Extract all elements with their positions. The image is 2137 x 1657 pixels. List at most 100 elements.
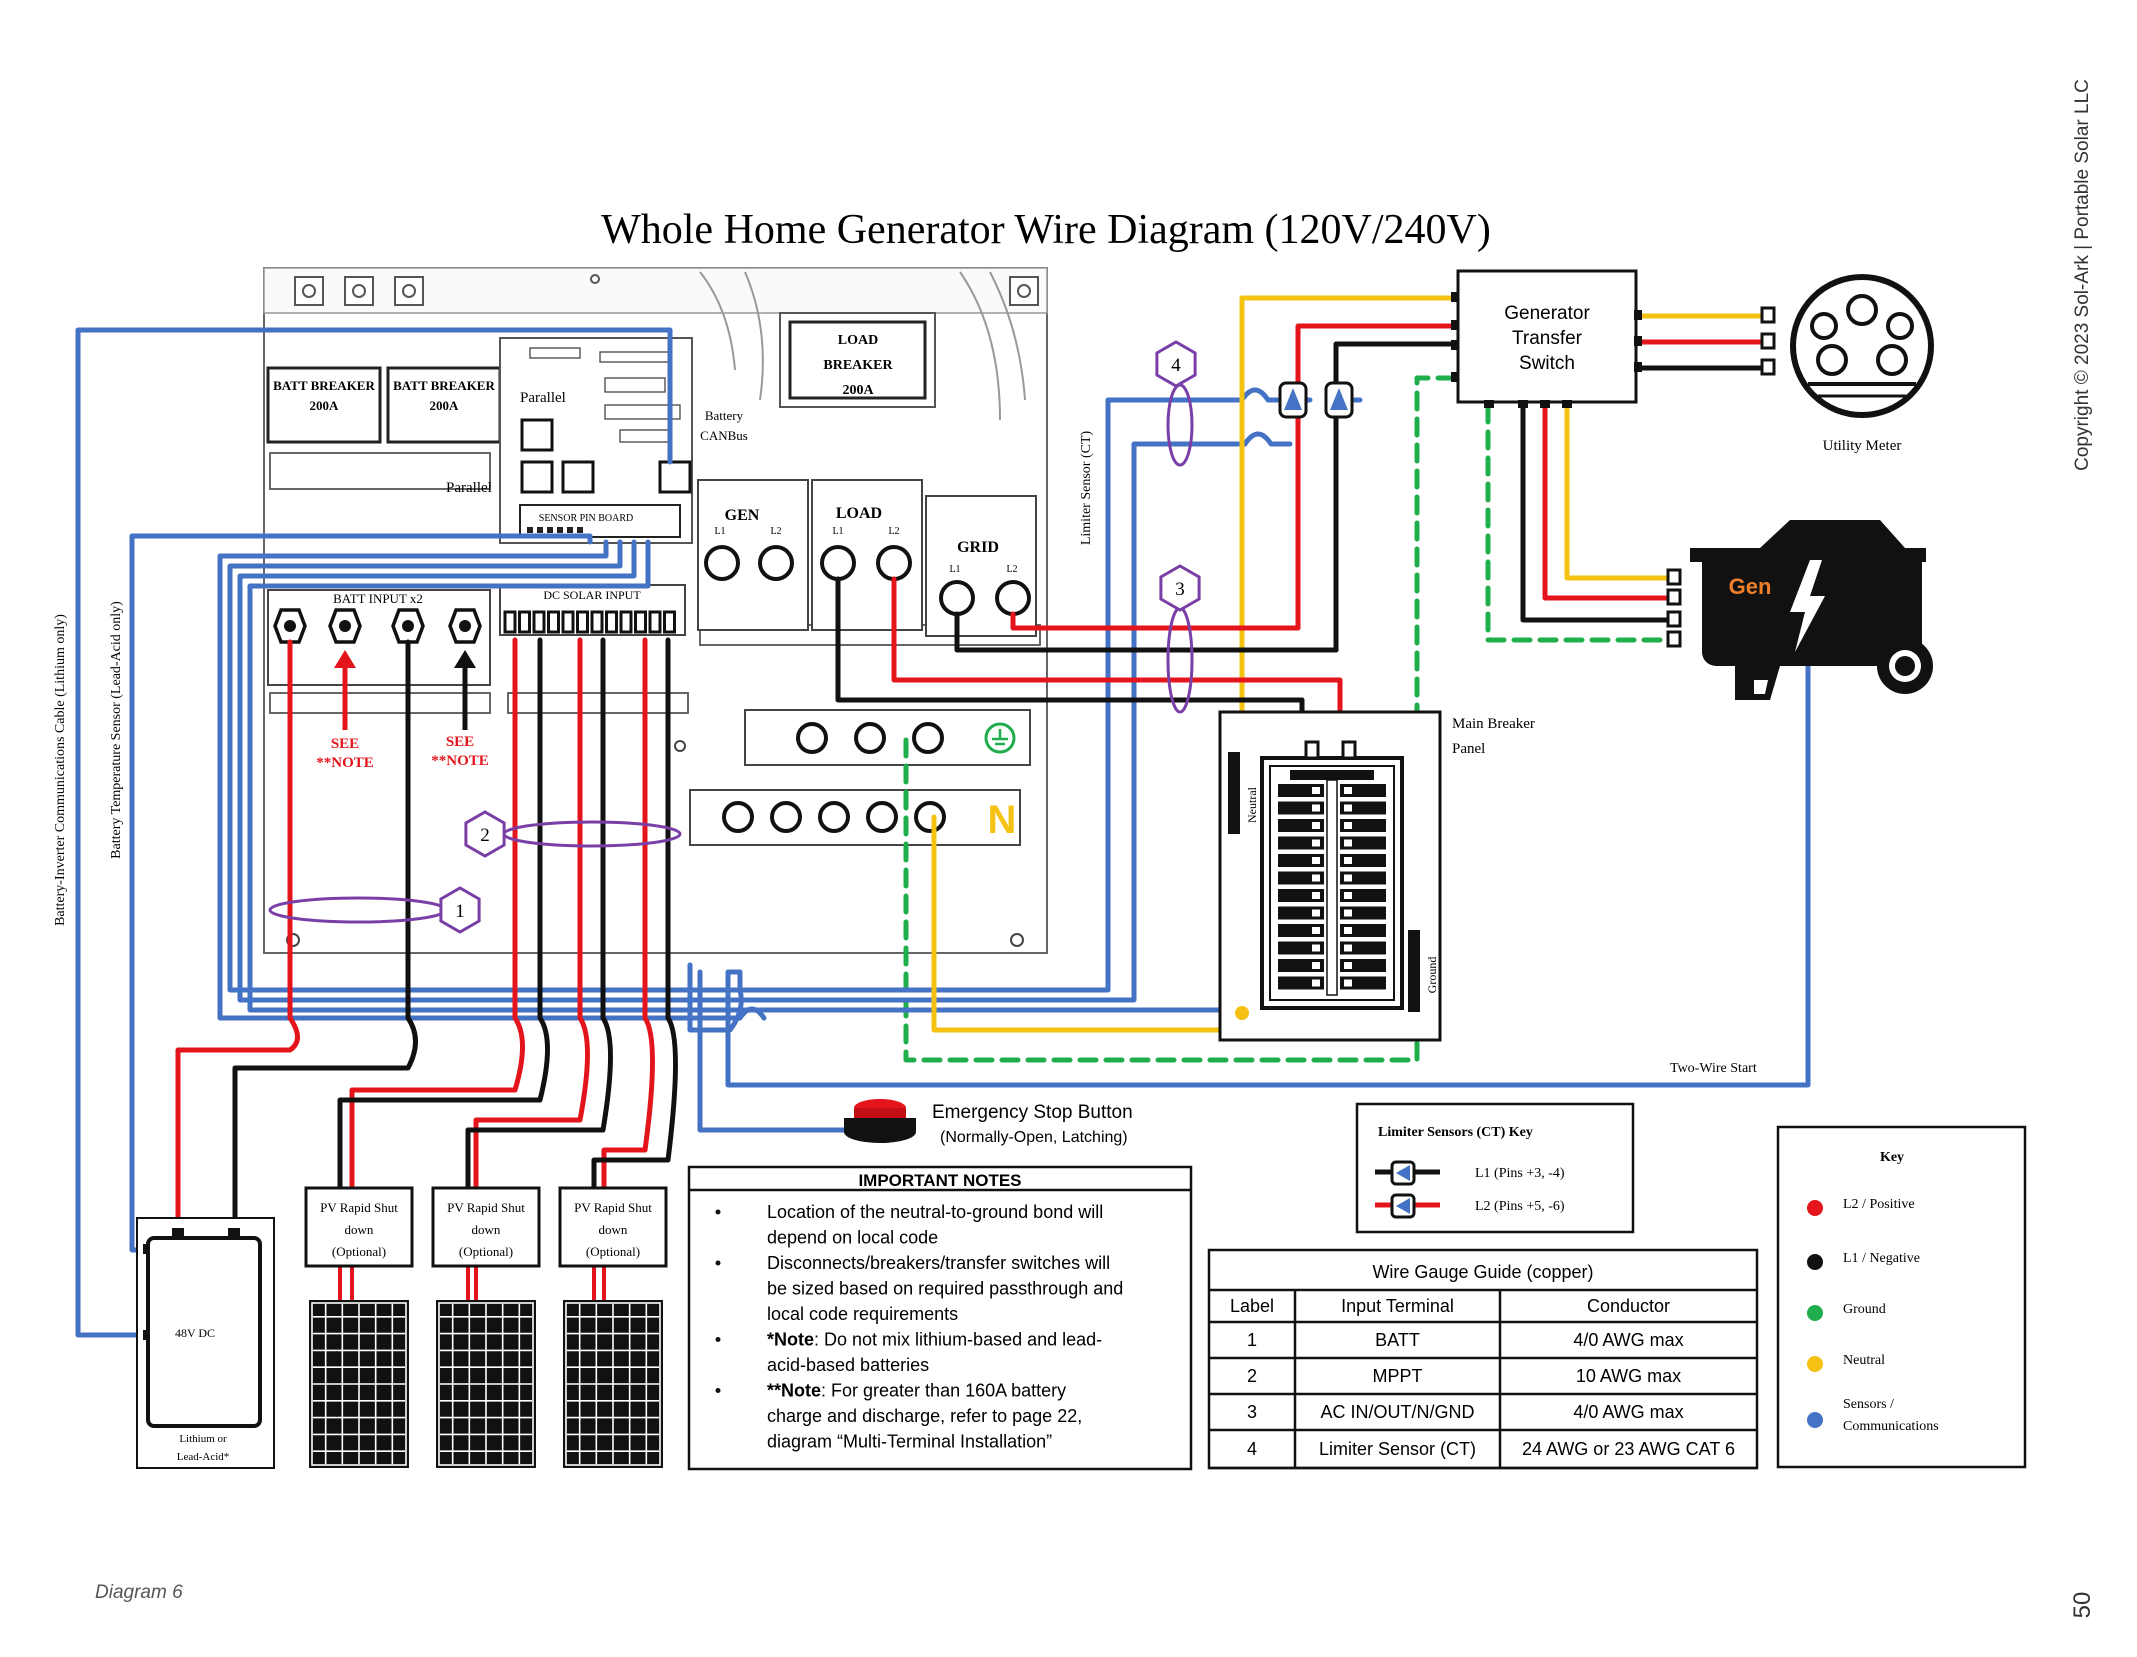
battery-type-2: Lead-Acid* (177, 1451, 230, 1463)
see-note-2-line2: **NOTE (431, 753, 489, 769)
panel-bus (1290, 770, 1374, 780)
dc-terminal (503, 610, 517, 634)
utility-meter-label: Utility Meter (1823, 438, 1902, 454)
note-bullet (715, 1388, 721, 1393)
breaker-handle (1312, 909, 1320, 917)
estop-sublabel: (Normally-Open, Latching) (940, 1129, 1128, 1146)
batt-breaker-1-label: BATT BREAKER (273, 378, 375, 393)
table-cell: 1 (1247, 1330, 1257, 1350)
pv-rsd-label: down (345, 1222, 374, 1237)
table-cell: 4 (1247, 1439, 1257, 1459)
pv-rapid-shutdown-box (431, 1186, 541, 1268)
panel-ground-label: Ground (1425, 957, 1439, 994)
dc-terminal (518, 610, 531, 634)
important-notes-title: IMPORTANT NOTES (858, 1171, 1021, 1190)
callout-number: 4 (1171, 355, 1181, 376)
wire-gauge-table: Wire Gauge Guide (copper) Label Input Ter… (1207, 1248, 1759, 1470)
wire-gauge-title: Wire Gauge Guide (copper) (1372, 1262, 1593, 1282)
table-header-cell: Conductor (1587, 1296, 1670, 1316)
key-swatch (1807, 1412, 1823, 1428)
table-cell: MPPT (1372, 1366, 1422, 1386)
battery-voltage: 48V DC (175, 1326, 215, 1340)
breaker-handle (1344, 892, 1352, 899)
table-cell: 10 AWG max (1576, 1366, 1681, 1386)
battery-canbus-label-2: CANBus (700, 428, 748, 443)
callout-number: 2 (480, 825, 490, 846)
pv-rsd-label: (Optional) (586, 1244, 640, 1259)
battery: 48V DC Lithium or Lead-Acid* (136, 1217, 275, 1469)
grid-terminal-label: GRID (957, 539, 999, 556)
breaker-handle (1344, 962, 1352, 969)
load-breaker-label-1: LOAD (838, 333, 878, 348)
callout-markers: 1 2 3 4 (439, 340, 1201, 934)
dc-terminal (576, 610, 589, 634)
breaker-handle (1312, 804, 1320, 812)
transfer-switch-line3: Switch (1519, 353, 1575, 374)
limiter-sensor-label: Limiter Sensor (CT) (1079, 431, 1094, 546)
key-label: L1 / Negative (1843, 1251, 1920, 1266)
important-notes: IMPORTANT NOTES Location of the neutral-… (687, 1165, 1193, 1471)
ct-wire-2 (237, 441, 1248, 1003)
temp-sensor-label: Battery Temperature Sensor (Lead-Acid on… (109, 601, 124, 859)
key-label: Communications (1843, 1419, 1939, 1434)
sensor-pin-board-label: SENSOR PIN BOARD (539, 513, 633, 524)
neutral-symbol: N (988, 798, 1017, 842)
inverter: BATT BREAKER 200A BATT BREAKER 200A Para… (263, 267, 1048, 954)
breaker-handle (1344, 979, 1352, 987)
callout-number: 3 (1175, 579, 1185, 600)
breaker-handle (1312, 892, 1320, 899)
table-cell: 4/0 AWG max (1573, 1330, 1683, 1350)
breaker-handle (1344, 787, 1352, 794)
callout-hexagon (464, 810, 506, 858)
dc-solar-input-label: DC SOLAR INPUT (543, 588, 641, 602)
table-cell: Limiter Sensor (CT) (1319, 1439, 1476, 1459)
breaker-handle (1344, 944, 1352, 952)
dc-terminal (561, 610, 575, 634)
breaker-handle (1312, 822, 1320, 829)
diagram-caption: Diagram 6 (95, 1582, 183, 1603)
ct-key-l1: L1 (Pins +3, -4) (1475, 1166, 1565, 1181)
breaker-handle (1344, 822, 1352, 829)
note-line: **Note: For greater than 160A battery (767, 1381, 1066, 1401)
pv-rsd-label: PV Rapid Shut (574, 1200, 652, 1215)
key-swatch (1807, 1305, 1823, 1321)
table-header-cell: Input Terminal (1341, 1296, 1454, 1316)
batt-input-label: BATT INPUT x2 (333, 591, 423, 606)
pv-rsd-label: (Optional) (332, 1244, 386, 1259)
dc-terminal (634, 610, 647, 634)
breaker-handle (1344, 857, 1352, 864)
gen-l2: L2 (770, 526, 781, 537)
pv-rsd-label: (Optional) (459, 1244, 513, 1259)
load-l1: L1 (832, 526, 843, 537)
dc-terminal (590, 610, 604, 634)
batt-breaker-2-label: BATT BREAKER (393, 378, 495, 393)
callout-hexagon (439, 886, 481, 934)
callout-number: 1 (455, 901, 465, 922)
key-label: Sensors / (1843, 1397, 1894, 1412)
dc-terminal (619, 610, 633, 634)
table-header-cell: Label (1230, 1296, 1274, 1316)
panel-inner-border (565, 1302, 661, 1466)
ct-key-l2: L2 (Pins +5, -6) (1475, 1199, 1565, 1214)
dc-terminal (648, 610, 662, 634)
estop-label: Emergency Stop Button (932, 1102, 1133, 1123)
transfer-switch-line2: Transfer (1512, 328, 1583, 349)
generator-label: Gen (1729, 574, 1772, 599)
key-swatch (1807, 1254, 1823, 1270)
breaker-handle (1312, 857, 1320, 864)
key-label: L2 / Positive (1843, 1197, 1915, 1212)
breaker-handle (1312, 979, 1320, 987)
ground-wire (903, 375, 1481, 1063)
batt-breaker-2-rating: 200A (430, 398, 460, 413)
note-bullet (715, 1260, 721, 1266)
parallel-label-2: Parallel (446, 480, 492, 496)
copyright-text: Copyright © 2023 Sol-Ark | Portable Sola… (2072, 79, 2093, 471)
dc-terminal (532, 610, 546, 634)
panel-breakers (1278, 770, 1386, 996)
panel-spine (1326, 779, 1338, 996)
table-cell: 24 AWG or 23 AWG CAT 6 (1522, 1439, 1735, 1459)
transfer-switch-line1: Generator (1504, 303, 1590, 324)
breaker-handle (1344, 909, 1352, 917)
